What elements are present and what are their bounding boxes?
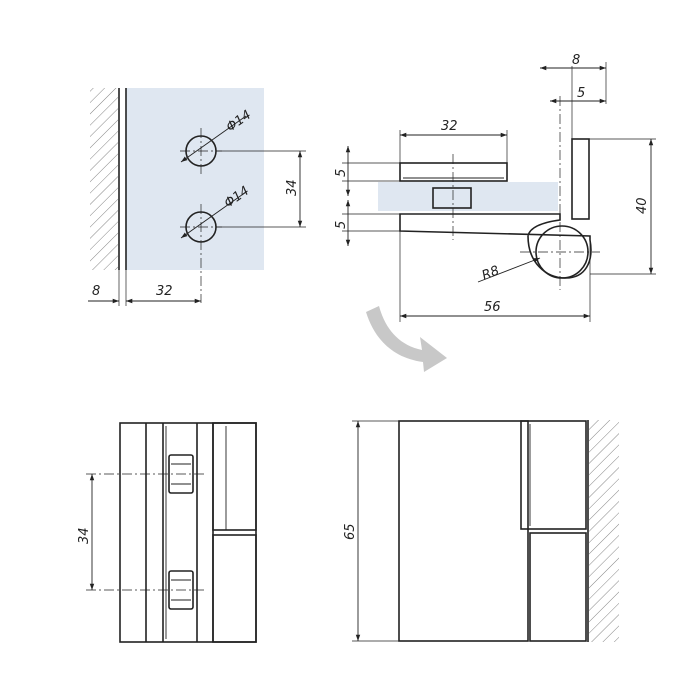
dim-label-top-width: 8 [572,53,580,68]
bolt-upper [168,454,194,494]
dim-label-lower-thickness: 5 [334,221,349,229]
wall-hatch-left [90,88,118,270]
rotation-arrow [366,306,447,372]
dim-label-height: 40 [635,197,650,214]
leaf-lower-left [212,534,257,643]
dim-label-upper-thickness: 5 [334,169,349,177]
glass-panel [126,88,264,270]
wall-hatch-right [589,420,619,642]
front-view: Φ14 Φ14 34 8 32 [88,88,306,306]
dim-label-plate-width: 32 [441,119,458,134]
diameter-leader-top [180,115,247,163]
dim-label-hole-spacing: 34 [285,179,300,196]
glass-section [378,182,558,211]
leaf-upper-left [212,422,257,531]
dim-label-overall-width: 56 [484,300,501,315]
dim-label-bottom-hole-spacing: 34 [77,527,92,544]
radius-leader [477,257,541,283]
dim-label-hole-edge: 32 [156,284,173,299]
hinge-body-left [119,422,257,643]
dim-label-radius: R8 [480,263,502,283]
hinge-body-right [398,420,529,642]
dim-label-wall-offset: 8 [92,284,100,299]
dim-label-overall-height: 65 [343,523,358,540]
side-view: 8 5 32 5 5 40 R8 56 [334,53,656,322]
vertical-leaf [571,138,590,220]
diameter-leader-bottom [180,191,247,239]
bolt-head [432,187,472,209]
top-view-right: 65 [343,420,619,642]
upper-plate [399,162,508,182]
leaf-upper-right [520,420,587,530]
bolt-lower [168,570,194,610]
top-view-left: 34 [77,422,257,643]
dim-label-top-offset: 5 [577,86,585,101]
leaf-lower-right [529,532,587,642]
